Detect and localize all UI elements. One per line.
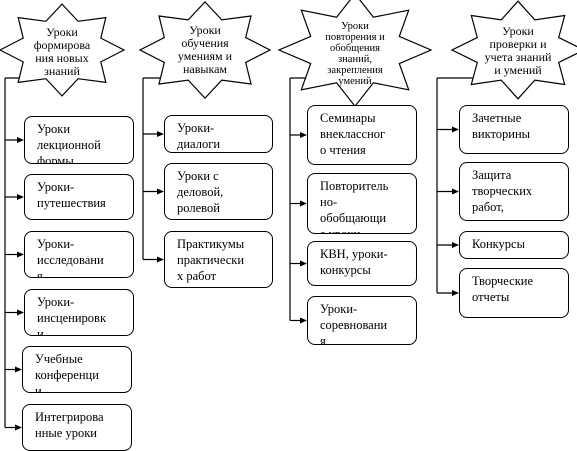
arrow-head — [452, 188, 459, 195]
lesson-type-box: Учебные конференци и — [22, 346, 132, 393]
arrow-head — [17, 251, 24, 258]
lesson-type-box: Уроки лекционной формы — [24, 116, 134, 164]
category-star-shape — [0, 3, 126, 97]
arrow-head — [15, 366, 22, 373]
arrow-head — [300, 260, 307, 267]
lesson-type-box: Защита творческих работ, проектов — [459, 162, 569, 221]
category-star-shape — [277, 0, 433, 108]
lesson-type-box: Интегрирова нные уроки — [22, 404, 132, 451]
lesson-type-box: Конкурсы — [459, 231, 569, 259]
lesson-type-box: Повторитель но- обобщающи е уроки — [307, 173, 417, 234]
arrow-head — [452, 242, 459, 248]
arrow-head — [15, 424, 22, 431]
arrow-head — [157, 131, 164, 137]
arrow-head — [17, 137, 24, 143]
arrow-head — [157, 188, 164, 195]
lesson-type-box: Уроки- инсценировк и — [24, 289, 134, 336]
arrow-head — [157, 256, 164, 263]
lesson-type-box: Семинары внеклассног о чтения — [307, 105, 417, 165]
arrow-head — [452, 290, 459, 296]
lesson-type-box: Уроки- диалоги — [164, 115, 273, 153]
lesson-type-box: Уроки- путешествия — [24, 174, 134, 220]
category-star-shape — [450, 0, 577, 100]
arrow-head — [17, 194, 24, 200]
lesson-type-box: Практикумы практически х работ — [164, 231, 273, 288]
arrow-head — [300, 132, 307, 138]
arrow-head — [17, 309, 24, 316]
lesson-type-box: Творческие отчеты — [459, 268, 569, 318]
category-star-shape — [138, 1, 272, 99]
lesson-type-box: Уроки с деловой, ролевой игрой — [164, 163, 273, 220]
lesson-type-box: Уроки- исследовани я — [24, 231, 134, 278]
arrow-head — [300, 200, 307, 207]
lesson-type-box: КВН, уроки- конкурсы — [307, 241, 417, 286]
lesson-type-box: Уроки- соревновани я — [307, 296, 417, 345]
arrow-head — [300, 317, 307, 324]
lesson-type-box: Зачетные викторины — [459, 105, 569, 154]
arrow-head — [452, 126, 459, 133]
